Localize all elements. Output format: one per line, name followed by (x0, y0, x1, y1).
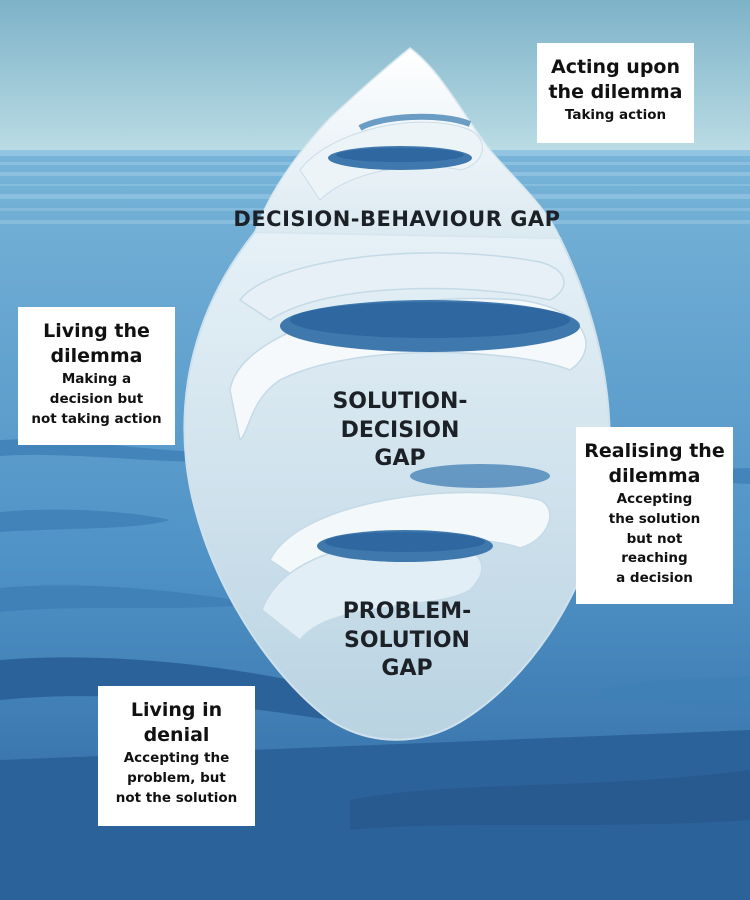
solution-decision-gap-label: SOLUTION- DECISION GAP (332, 389, 468, 472)
living-in-denial-box: Living in denial Accepting the problem, … (98, 686, 255, 826)
problem-solution-gap-label: PROBLEM- SOLUTION GAP (342, 599, 472, 682)
acting-upon-dilemma-box: Acting upon the dilemma Taking action (537, 43, 694, 143)
living-the-dilemma-box: Living the dilemma Making a decision but… (18, 307, 175, 445)
realising-the-dilemma-box: Realising the dilemma Accepting the solu… (576, 427, 733, 604)
decision-behaviour-gap-label: DECISION-BEHAVIOUR GAP (233, 207, 561, 231)
